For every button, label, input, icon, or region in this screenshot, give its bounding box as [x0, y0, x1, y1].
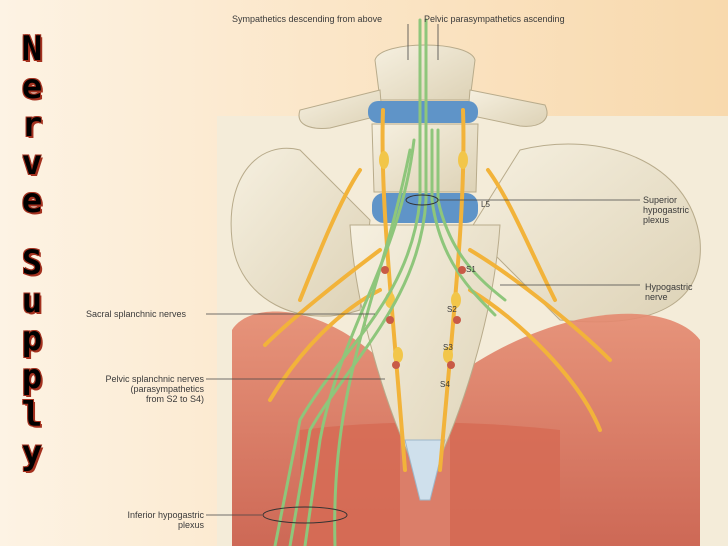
lumbar-transverse-left — [298, 89, 383, 129]
label-pelvic-splanchnic-nerves: Pelvic splanchnic nerves (parasympatheti… — [105, 374, 204, 404]
title-letter: l — [21, 395, 43, 435]
left-iliac-wing — [230, 147, 371, 317]
label-inferior-hypogastric-plexus: Inferior hypogastric plexus — [127, 510, 204, 530]
sacral-foramina — [381, 266, 466, 369]
title-letter: r — [21, 105, 43, 145]
label-l5: L5 — [481, 200, 490, 209]
title-letter: e — [21, 181, 43, 221]
title-letter: S — [21, 243, 43, 283]
label-sympathetics-descending: Sympathetics descending from above — [232, 14, 383, 24]
inferior-hypogastric-plexus-marker — [262, 506, 348, 524]
label-leader-lines — [206, 24, 640, 516]
coccyx — [404, 439, 446, 501]
intervertebral-disc-upper — [368, 101, 478, 123]
label-sacral-splanchnic-nerves: Sacral splanchnic nerves — [86, 309, 187, 319]
title-letter: N — [21, 29, 43, 69]
parasympathetic-nerves — [273, 18, 507, 546]
title-letter: p — [21, 319, 43, 359]
label-pelvic-parasympathetics-ascending: Pelvic parasympathetics ascending — [424, 14, 565, 24]
title-letter: y — [21, 433, 43, 473]
sympathetic-ganglia — [379, 151, 468, 363]
title-letter: u — [21, 281, 43, 321]
title-letter: e — [21, 67, 43, 107]
label-s2: S2 — [447, 305, 457, 314]
title-letter: p — [21, 357, 43, 397]
lumbar-transverse-right — [467, 89, 548, 127]
label-s1: S1 — [466, 265, 476, 274]
label-s3: S3 — [443, 343, 453, 352]
title-letter: v — [21, 143, 43, 183]
slide-title: N e r v e S u p p l y — [2, 30, 62, 472]
sympathetic-trunks — [263, 108, 612, 472]
label-superior-hypogastric-plexus: Superior hypogastric plexus — [643, 195, 690, 225]
label-s4: S4 — [440, 380, 450, 389]
label-hypogastric-nerve: Hypogastric nerve — [645, 282, 693, 302]
